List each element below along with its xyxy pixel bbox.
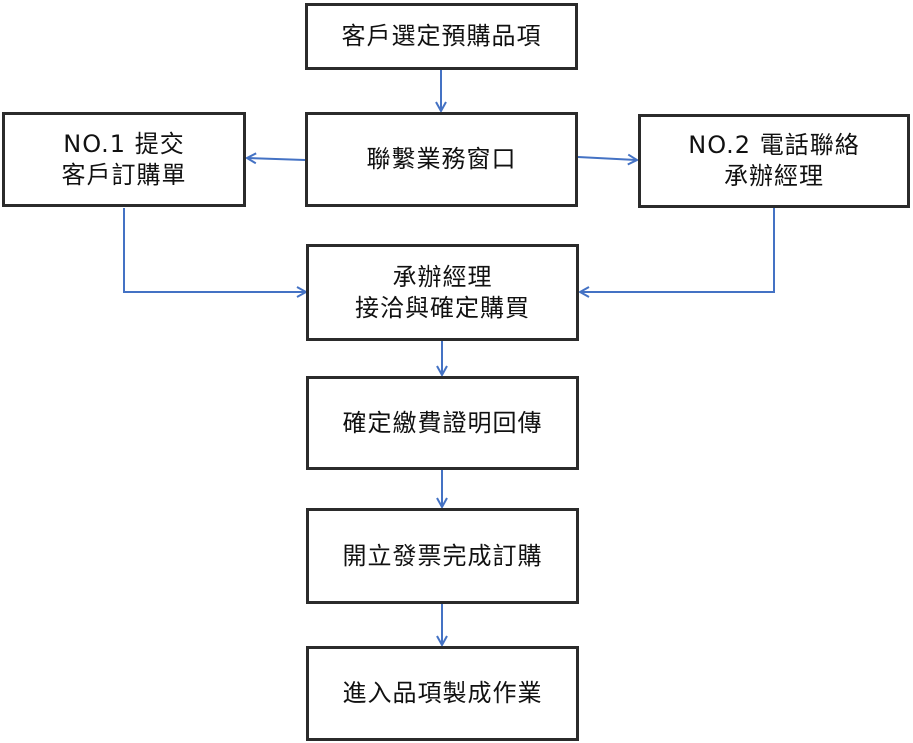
box-submit-order-label-line-2: 客戶訂購單 bbox=[61, 160, 187, 189]
box-manager-confirm-label-line-2: 接洽與確定購買 bbox=[355, 293, 530, 322]
box-phone-manager-label-line-2: 承辦經理 bbox=[724, 162, 824, 190]
box-manager-confirm-label-line-1: 承辦經理 bbox=[392, 262, 493, 291]
box-submit-order: NO.1 提交 客戶訂購單 bbox=[2, 112, 246, 207]
arrow-contact-to-submit-order bbox=[247, 158, 306, 160]
box-production-label: 進入品項製成作業 bbox=[342, 679, 543, 707]
box-select-items: 客戶選定預購品項 bbox=[305, 3, 578, 70]
arrow-submit-order-to-manager-confirm bbox=[123, 208, 306, 292]
box-invoice-complete: 開立發票完成訂購 bbox=[306, 508, 579, 604]
box-select-items-label: 客戶選定預購品項 bbox=[341, 22, 542, 50]
box-phone-manager: NO.2 電話聯絡 承辦經理 bbox=[638, 114, 910, 208]
box-payment-proof: 確定繳費證明回傳 bbox=[306, 376, 579, 470]
box-production: 進入品項製成作業 bbox=[306, 646, 579, 741]
arrow-phone-manager-to-manager-confirm bbox=[580, 208, 775, 292]
box-invoice-complete-label: 開立發票完成訂購 bbox=[342, 541, 543, 570]
box-contact-sales: 聯繫業務窗口 bbox=[305, 112, 578, 207]
arrow-contact-to-phone-manager bbox=[577, 157, 637, 160]
box-phone-manager-label-line-1: NO.2 電話聯絡 bbox=[688, 131, 860, 159]
box-payment-proof-label: 確定繳費證明回傳 bbox=[342, 408, 543, 437]
box-contact-sales-label: 聯繫業務窗口 bbox=[366, 145, 517, 173]
box-manager-confirm: 承辦經理 接洽與確定購買 bbox=[306, 244, 579, 341]
box-submit-order-label-line-1: NO.1 提交 bbox=[63, 129, 185, 158]
